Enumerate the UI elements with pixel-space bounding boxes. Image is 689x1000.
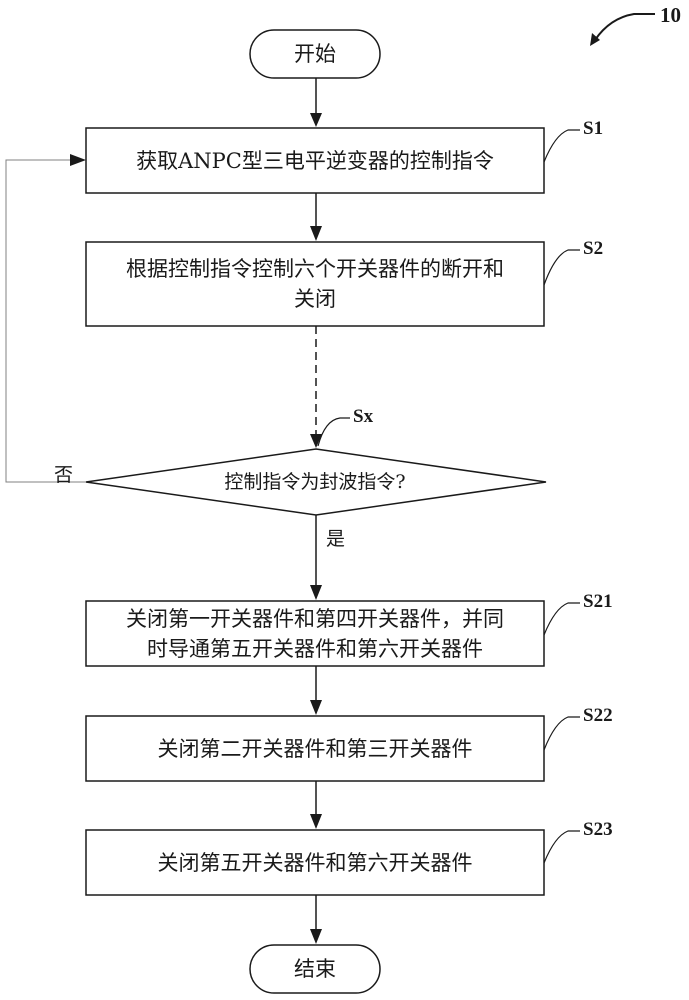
end-terminator — [249, 944, 381, 994]
start-terminator — [249, 29, 381, 79]
s22-box — [85, 715, 545, 782]
s1-box — [85, 127, 545, 194]
figure-ref-arrow — [594, 13, 655, 41]
sx-text: 控制指令为封波指令? — [224, 471, 406, 493]
loop-back-line — [5, 159, 86, 483]
edge-label-no: 否 — [54, 464, 74, 486]
end-text: 结束 — [294, 957, 336, 981]
edge-label-yes: 是 — [326, 528, 346, 550]
s21-step-label: S21 — [583, 591, 613, 612]
s21-text-line1: 关闭第一开关器件和第四开关器件，并同 — [126, 606, 504, 631]
s23-step-label: S23 — [583, 819, 613, 840]
s22-step-label: S22 — [583, 705, 613, 726]
s2-text: 根据控制指令控制六个开关器件的断开和 关闭 — [86, 242, 544, 326]
s23-box — [85, 829, 545, 896]
s23-text: 关闭第五开关器件和第六开关器件 — [157, 850, 473, 875]
sx-step-label: Sx — [353, 406, 374, 427]
s21-box — [85, 600, 545, 667]
s1-step-label: S1 — [583, 118, 604, 139]
s2-text-line2: 关闭 — [294, 287, 336, 311]
s1-text: 获取ANPC型三电平逆变器的控制指令 — [136, 148, 494, 173]
figure-ref-label: 10 — [660, 3, 681, 27]
s2-step-label: S2 — [583, 238, 604, 259]
start-text: 开始 — [294, 42, 336, 66]
s21-text-line2: 时导通第五开关器件和第六开关器件 — [147, 636, 483, 661]
s21-text: 关闭第一开关器件和第四开关器件，并同 时导通第五开关器件和第六开关器件 — [86, 601, 544, 666]
s2-box — [85, 241, 545, 327]
s2-text-line1: 根据控制指令控制六个开关器件的断开和 — [126, 257, 504, 281]
s22-text: 关闭第二开关器件和第三开关器件 — [157, 736, 473, 761]
